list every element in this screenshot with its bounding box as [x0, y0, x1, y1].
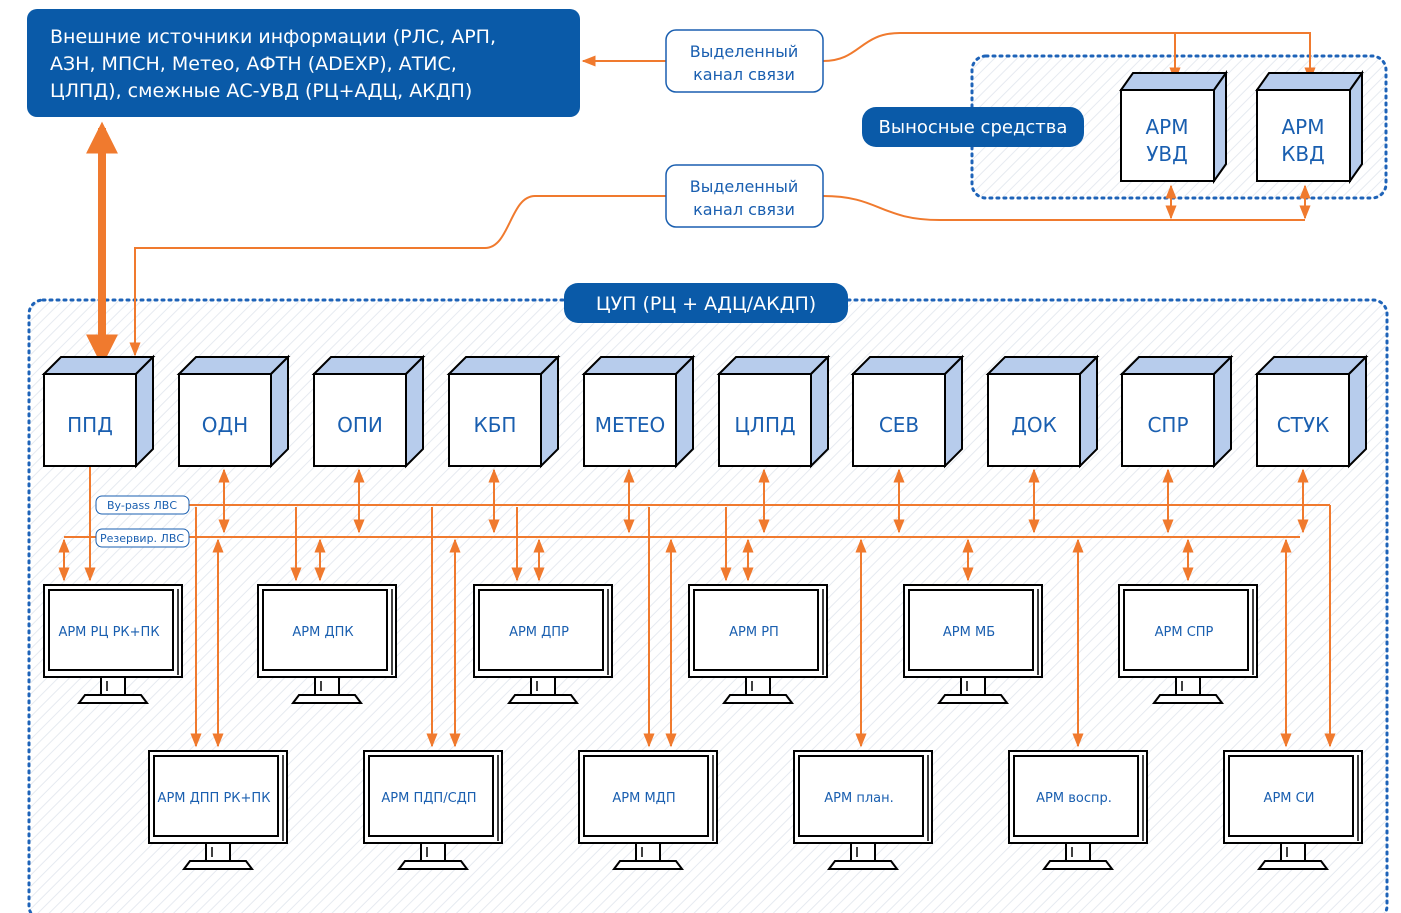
server-cube-9: СТУК — [1254, 354, 1369, 469]
monitor-r1-2: АРМ ДПР — [473, 584, 613, 704]
server-label: КБП — [474, 413, 517, 437]
monitor-label: АРМ РЦ РК+ПК — [58, 625, 159, 640]
remote-label: Выносные средства — [862, 107, 1084, 147]
bus-label-reserve: Резервир. ЛВС — [95, 528, 190, 548]
channel-mid-box: Выделенный канал связи — [665, 164, 824, 228]
server-label: ППД — [67, 413, 113, 437]
remote-cube-kvd: АРМ КВД — [1255, 69, 1364, 185]
server-cube-7: ДОК — [985, 354, 1100, 469]
monitor-label: АРМ МДП — [612, 791, 675, 806]
bus-label-bypass: By-pass ЛВС — [95, 495, 190, 515]
channel-top-box: Выделенный канал связи — [665, 29, 824, 93]
bus-label-bypass-text: By-pass ЛВС — [107, 499, 177, 512]
server-cube-5: ЦЛПД — [716, 354, 831, 469]
server-cube-3: КБП — [446, 354, 561, 469]
bus-label-reserve-text: Резервир. ЛВС — [100, 532, 184, 545]
monitor-r1-1: АРМ ДПК — [257, 584, 397, 704]
remote-cube-uvd-line1: АРМ — [1146, 115, 1189, 139]
monitor-r2-0: АРМ ДПП РК+ПК — [148, 750, 288, 870]
server-label: СПР — [1147, 413, 1188, 437]
server-cube-0: ППД — [41, 354, 156, 469]
monitor-r1-3: АРМ РП — [688, 584, 828, 704]
server-label: ОДН — [202, 413, 248, 437]
monitor-r2-2: АРМ МДП — [578, 750, 718, 870]
server-label: ЦЛПД — [734, 413, 795, 437]
monitor-label: АРМ РП — [729, 625, 779, 640]
channel-top-line2: канал связи — [693, 65, 795, 84]
server-cube-4: МЕТЕО — [581, 354, 696, 469]
external-sources-line2: АЗН, МПСН, Метео, АФТН (ADEXP), АТИС, — [50, 53, 457, 75]
server-label: ДОК — [1011, 413, 1057, 437]
channel-mid-line2: канал связи — [693, 200, 795, 219]
monitor-label: АРМ ПДП/СДП — [381, 791, 476, 806]
remote-cube-kvd-line1: АРМ — [1282, 115, 1325, 139]
remote-cube-uvd: АРМ УВД — [1119, 69, 1228, 185]
remote-cube-uvd-line2: УВД — [1146, 142, 1188, 166]
center-label-text: ЦУП (РЦ + АДЦ/АКДП) — [596, 293, 816, 315]
remote-cube-kvd-line2: КВД — [1281, 142, 1325, 166]
server-cube-6: СЕВ — [850, 354, 965, 469]
connector-lines — [58, 32, 1336, 748]
server-cube-8: СПР — [1119, 354, 1234, 469]
workstation-monitors: АРМ РЦ РК+ПК АРМ ДПК АРМ ДПР АРМ РП АРМ МБ АР… — [43, 584, 1363, 870]
monitor-r2-3: АРМ план. — [793, 750, 933, 870]
server-cubes: ППД ОДН ОПИ КБП МЕТЕО ЦЛПД СЕВ ДОК СПР СТУК — [41, 354, 1369, 469]
monitor-r2-1: АРМ ПДП/СДП — [363, 750, 503, 870]
remote-label-text: Выносные средства — [879, 117, 1068, 138]
center-label: ЦУП (РЦ + АДЦ/АКДП) — [564, 283, 848, 323]
monitor-label: АРМ воспр. — [1036, 791, 1112, 806]
server-label: СЕВ — [879, 413, 919, 437]
channel-mid-line1: Выделенный — [690, 177, 799, 196]
monitor-r1-4: АРМ МБ — [903, 584, 1043, 704]
monitor-r1-0: АРМ РЦ РК+ПК — [43, 584, 183, 704]
server-cube-2: ОПИ — [311, 354, 426, 469]
monitor-r1-5: АРМ СПР — [1118, 584, 1258, 704]
channel-top-line1: Выделенный — [690, 42, 799, 61]
server-label: ОПИ — [337, 413, 383, 437]
monitor-r2-5: АРМ СИ — [1223, 750, 1363, 870]
monitor-label: АРМ ДПП РК+ПК — [158, 791, 271, 806]
monitor-label: АРМ план. — [824, 791, 894, 806]
server-label: СТУК — [1277, 413, 1330, 437]
monitor-label: АРМ МБ — [943, 625, 995, 640]
external-sources-line3: ЦЛПД), смежные АС-УВД (РЦ+АДЦ, АКДП) — [50, 80, 472, 102]
monitor-label: АРМ СПР — [1155, 625, 1214, 640]
server-cube-1: ОДН — [176, 354, 291, 469]
monitor-r2-4: АРМ воспр. — [1008, 750, 1148, 870]
external-sources-line1: Внешние источники информации (РЛС, АРП, — [50, 26, 496, 48]
monitor-label: АРМ СИ — [1264, 791, 1315, 806]
server-label: МЕТЕО — [595, 413, 666, 437]
monitor-label: АРМ ДПР — [509, 625, 569, 640]
monitor-label: АРМ ДПК — [292, 625, 353, 640]
external-sources-box: Внешние источники информации (РЛС, АРП, … — [27, 9, 580, 117]
